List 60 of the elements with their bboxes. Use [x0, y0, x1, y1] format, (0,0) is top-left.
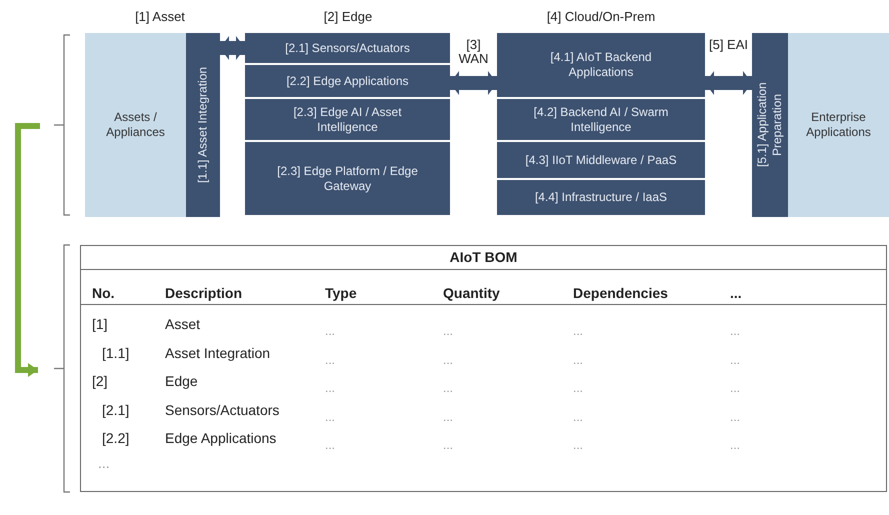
- layer-box: [2.3] Edge AI / Asset Intelligence: [245, 99, 450, 140]
- placeholder-value: ...: [730, 324, 740, 338]
- column-heading: [2] Edge: [322, 9, 374, 24]
- placeholder-value: ...: [443, 438, 454, 452]
- item-number: [1]: [92, 316, 108, 332]
- layer-box: [4.3] IIoT Middleware / PaaS: [497, 142, 705, 178]
- edge-label: [3] WAN: [458, 38, 490, 66]
- layer-box: [2.1] Sensors/Actuators: [245, 33, 450, 63]
- layer-box: [2.2] Edge Applications: [245, 65, 450, 97]
- placeholder-value: ...: [443, 324, 454, 338]
- placeholder-value: ...: [573, 410, 584, 424]
- layer-box: [2.3] Edge Platform / Edge Gateway: [245, 142, 450, 215]
- placeholder-value: ...: [325, 352, 336, 366]
- column-header: Type: [325, 285, 357, 301]
- layer-box: [4.1] AIoT Backend Applications: [497, 33, 705, 97]
- column-heading: [1] Asset: [134, 9, 186, 24]
- placeholder-value: ...: [730, 410, 740, 424]
- table-title: AIoT BOM: [450, 250, 518, 265]
- layer-box: [4.2] Backend AI / Swarm Intelligence: [497, 99, 705, 140]
- item-description: Edge Applications: [165, 430, 276, 446]
- double-arrow: [450, 71, 497, 95]
- column-header: ...: [730, 285, 742, 301]
- placeholder-value: ...: [573, 352, 584, 366]
- edge-label: [5] EAI: [708, 38, 750, 52]
- placeholder-value: ...: [730, 352, 740, 366]
- bom-table: [80, 245, 887, 492]
- placeholder-value: ...: [325, 410, 336, 424]
- placeholder-value: ...: [325, 381, 336, 395]
- placeholder-value: ...: [325, 438, 336, 452]
- item-number: [1.1]: [102, 344, 130, 360]
- column-header: Description: [165, 285, 242, 301]
- placeholder-value: ...: [730, 381, 740, 395]
- bent-arrow: [15, 123, 40, 377]
- column-header: Dependencies: [573, 285, 668, 301]
- placeholder-value: ...: [573, 381, 584, 395]
- double-arrow: [705, 71, 752, 95]
- layer-box: [4.4] Infrastructure / IaaS: [497, 180, 705, 215]
- placeholder-value: ...: [573, 438, 584, 452]
- placeholder-value: ...: [443, 410, 454, 424]
- placeholder-value: ...: [325, 324, 336, 338]
- enterprise-box: Enterprise Applications: [788, 33, 889, 217]
- placeholder-value: ...: [730, 438, 740, 452]
- placeholder-value: ...: [573, 324, 584, 338]
- item-number: [2.1]: [102, 402, 130, 418]
- double-arrow: [220, 36, 245, 60]
- item-number: [2.2]: [102, 430, 130, 446]
- placeholder-value: ...: [443, 381, 454, 395]
- column-header: No.: [92, 285, 115, 301]
- item-description: Sensors/Actuators: [165, 402, 280, 418]
- placeholder-value: ...: [443, 352, 454, 366]
- item-number: [2]: [92, 373, 108, 389]
- ellipsis: ...: [98, 455, 110, 471]
- integration-bar: [1.1] Asset Integration: [186, 33, 220, 217]
- item-description: Edge: [165, 373, 198, 389]
- preparation-bar: [5.1] Application Preparation: [752, 33, 788, 217]
- item-description: Asset Integration: [165, 344, 270, 360]
- column-header: Quantity: [443, 285, 500, 301]
- column-heading: [4] Cloud/On-Prem: [546, 9, 656, 24]
- asset-box: Assets / Appliances: [85, 33, 186, 217]
- item-description: Asset: [165, 316, 200, 332]
